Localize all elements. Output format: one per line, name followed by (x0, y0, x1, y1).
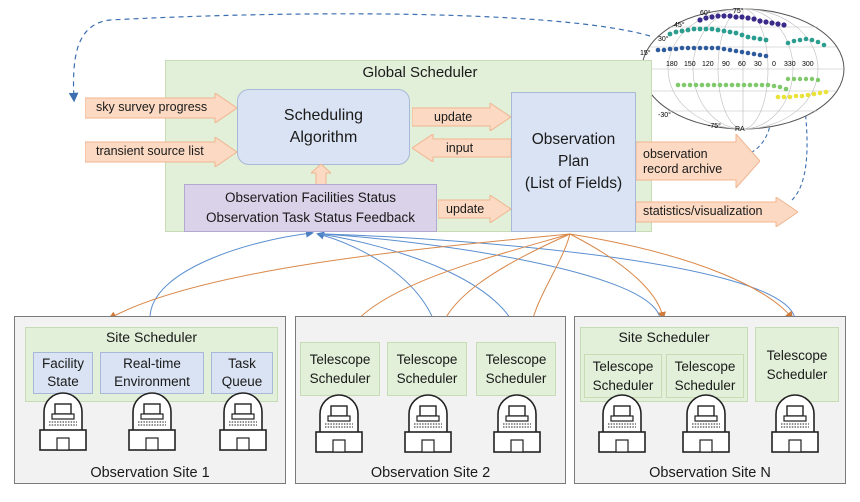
siten-telescope-scheduler-1: Telescope Scheduler (584, 354, 662, 398)
dec-label-45: 45° (674, 21, 685, 29)
sky-survey-progress-arrow (85, 93, 237, 123)
dec-label-60: 60° (700, 9, 711, 17)
input-label: input (446, 141, 474, 155)
dec-label-m30: -30° (658, 111, 671, 119)
telescope-icon (39, 392, 87, 451)
dec-label-m75: -75° (708, 122, 721, 130)
status-to-algorithm-arrow (311, 164, 331, 185)
update-bottom-arrow (438, 195, 511, 223)
feedback-dashed-arrow (68, 13, 651, 103)
site2-telescope-scheduler-3: Telescope Scheduler (476, 342, 556, 396)
ra-tick-0: 0 (772, 61, 776, 68)
band-green (675, 82, 789, 92)
siten-telescope-scheduler-3: Telescope Scheduler (755, 327, 839, 402)
task-queue-box: Task Queue (211, 352, 273, 394)
band-yellow (775, 89, 829, 100)
siten-site-scheduler-label: Site Scheduler (618, 329, 710, 345)
input-arrow (412, 134, 511, 162)
site2-telescope-scheduler-1: Telescope Scheduler (300, 342, 380, 396)
band-teal-right (785, 36, 827, 48)
telescope-icon (771, 394, 819, 453)
siten-label: Observation Site N (649, 465, 771, 481)
observation-record-archive-arrow (636, 134, 760, 188)
siten-telescope-scheduler-2: Telescope Scheduler (666, 354, 744, 398)
transient-source-list-label: transient source list (96, 144, 204, 158)
update-bottom-label: update (446, 202, 485, 216)
sky-map: 75° 60° 45° 30° 15° -30° -75° 180 150 12… (640, 7, 845, 133)
dec-label-30: 30° (658, 35, 669, 43)
dec-label-15: 15° (640, 49, 651, 57)
band-purple (697, 13, 787, 28)
statistics-visualization-label: statistics/visualization (643, 204, 763, 218)
ra-tick-300: 300 (802, 61, 814, 68)
telescope-icon (315, 394, 363, 453)
realtime-environment-box: Real-time Environment (100, 352, 204, 394)
ra-tick-120: 120 (702, 61, 714, 68)
ra-tick-60: 60 (738, 61, 746, 68)
site1-site-scheduler-label: Site Scheduler (105, 329, 198, 345)
update-top-label: update (434, 110, 473, 124)
telescope-icon (598, 394, 646, 453)
band-blue (655, 45, 769, 59)
telescope-icon (682, 394, 730, 453)
site2-label: Observation Site 2 (370, 465, 491, 481)
ra-tick-30: 30 (754, 61, 762, 68)
ra-tick-150: 150 (684, 61, 696, 68)
scheduling-algorithm-box: Scheduling Algorithm (237, 89, 410, 165)
telescope-icon (404, 394, 452, 453)
site1-label: Observation Site 1 (90, 465, 210, 481)
global-scheduler-title: Global Scheduler (362, 64, 478, 81)
observation-record-archive-label: observation record archive (643, 147, 723, 176)
dec-label-75: 75° (733, 7, 744, 15)
band-teal (667, 26, 769, 43)
update-top-arrow (412, 103, 511, 131)
facilities-status-box: Observation Facilities Status Observatio… (184, 184, 437, 232)
ra-tick-180: 180 (666, 61, 678, 68)
site2-telescope-scheduler-2: Telescope Scheduler (387, 342, 467, 396)
telescope-icon (219, 392, 267, 451)
ra-axis-label: RA (735, 126, 745, 133)
telescope-icon (128, 392, 176, 451)
ra-tick-90: 90 (722, 61, 730, 68)
ra-tick-330: 330 (784, 61, 796, 68)
telescope-icon (493, 394, 541, 453)
band-green-right (785, 76, 821, 83)
sky-survey-progress-label: sky survey progress (96, 100, 208, 114)
transient-source-list-arrow (85, 137, 237, 167)
statistics-visualization-arrow (636, 197, 798, 227)
